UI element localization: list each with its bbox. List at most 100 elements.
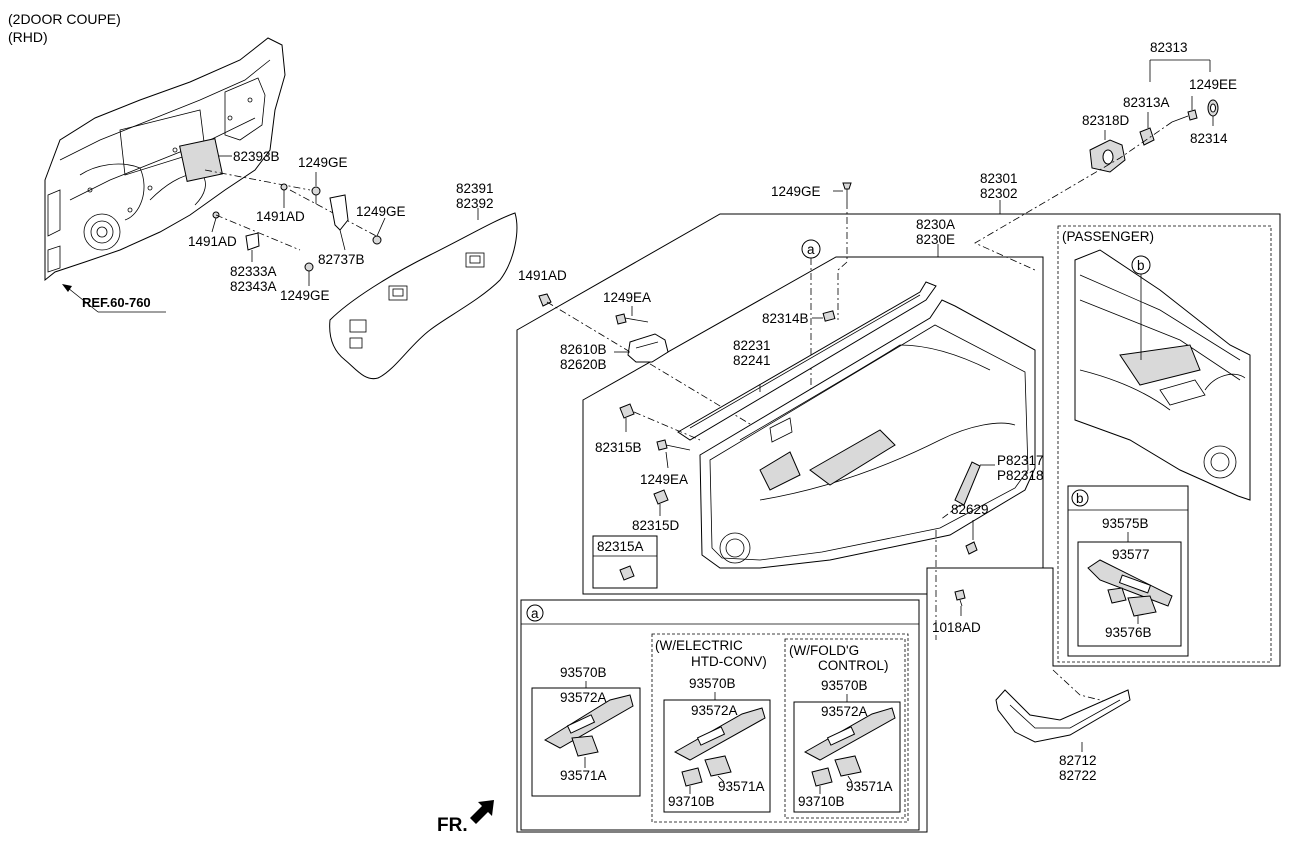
label-1249ea-b: 1249EA [640,472,688,487]
switch-panel-a1 [543,694,634,757]
label-82610b: 82610B [560,342,607,357]
label-93570b-1: 93570B [560,665,607,680]
option-frame-outer [651,633,909,823]
switch-panel-a2 [673,707,766,787]
option-frame-inner [784,638,906,819]
label-1491ad-a: 1491AD [256,209,305,224]
screw-1249ea-b [656,439,691,469]
label-82343a: 82343A [230,279,277,294]
label-wfold-1: (W/FOLD'G [789,643,859,658]
armrest-82712 [995,669,1131,752]
label-82313a: 82313A [1123,95,1170,110]
fastener-1249ge-c [304,262,314,286]
passenger-frame [1057,225,1272,663]
cap-82313a [1139,112,1155,146]
cover-82318d [1089,130,1126,173]
inset-82315a [592,535,658,589]
label-welec-2: HTD-CONV) [691,654,767,669]
label-93571a-3: 93571A [846,779,893,794]
ref-arrow [62,284,166,313]
label-82722: 82722 [1059,768,1097,783]
label-82315d: 82315D [632,518,680,533]
fastener-1249ge-b [372,217,386,245]
label-1491ad-b: 1491AD [188,234,237,249]
label-93572a-3: 93572A [821,704,868,719]
label-8230e: 8230E [916,232,955,247]
door-inner-panel [44,37,286,282]
model-label: (2DOOR COUPE) [8,11,121,27]
label-93570b-2: 93570B [689,676,736,691]
callout-a-text: a [807,242,815,257]
label-8230a: 8230A [916,217,955,232]
label-82315b: 82315B [595,440,642,455]
detail-b-tag: b [1076,491,1084,506]
label-1018ad: 1018AD [932,620,981,635]
label-82392: 82392 [456,196,494,211]
label-passenger: (PASSENGER) [1062,229,1154,244]
detail-b-tag-circle [1071,489,1089,507]
switch-frame-a2 [663,699,771,813]
label-93572a-1: 93572A [560,690,607,705]
label-82315a: 82315A [597,539,644,554]
callout-b-text: b [1137,258,1145,273]
clip-1491ad-c [538,293,761,431]
screw-1018ad [954,589,966,616]
door-sealing-cover [329,208,518,380]
label-p82318: P82318 [997,468,1044,483]
switch-frame-b [1077,541,1182,647]
screw-1249ge-d [833,182,852,320]
label-welec-1: (W/ELECTRIC [655,638,743,653]
label-82314: 82314 [1190,131,1228,146]
trim-panel-frame [582,256,1044,595]
screw-1249ea-a [615,306,649,325]
assembly-line-top [974,121,1173,271]
label-93576b: 93576B [1105,625,1152,640]
label-93710b-3: 93710B [798,794,845,809]
fastener-1491ad-a [280,183,288,208]
label-82318d: 82318D [1082,113,1130,128]
label-82712: 82712 [1059,753,1097,768]
label-wfold-2: CONTROL) [818,658,889,673]
detail-a-box [520,599,920,831]
screw-1249ee [1171,96,1198,123]
inside-handle-82610b [614,333,669,363]
fastener-1249ge-a [204,169,321,204]
label-1491ad-c: 1491AD [518,268,567,283]
clip-82314b [812,310,836,322]
label-1249ge-d: 1249GE [771,184,821,199]
label-1249ea-a: 1249EA [603,290,651,305]
label-82620b: 82620B [560,357,607,372]
door-trim-panel [699,299,1036,569]
ref-label: REF.60-760 [82,295,151,310]
label-1249ee: 1249EE [1189,77,1237,92]
detail-a-tag: a [531,606,539,621]
clip-82629 [935,520,978,640]
bracket-82333a [245,232,260,262]
label-93571a-1: 93571A [560,768,607,783]
label-93572a-2: 93572A [691,703,738,718]
detail-b-box [1067,485,1189,657]
switch-panel-93577 [1087,559,1173,617]
label-93570b-3: 93570B [821,678,868,693]
trim-garnish-82231 [677,281,937,441]
label-82301: 82301 [980,171,1018,186]
label-82391: 82391 [456,181,494,196]
washer-82314 [1207,99,1219,126]
label-93575b: 93575B [1102,516,1149,531]
switch-panel-a3 [803,707,896,787]
label-82302: 82302 [980,186,1018,201]
label-82313: 82313 [1150,40,1188,55]
label-82314b: 82314B [762,311,809,326]
switch-frame-a1 [531,687,641,797]
bracket-p82317 [939,461,995,521]
label-p82317: P82317 [997,453,1044,468]
clip-82315d [653,489,669,516]
label-82629: 82629 [951,502,989,517]
front-label: FR. [437,815,468,836]
label-93577: 93577 [1112,547,1150,562]
label-93571a-2: 93571A [718,779,765,794]
label-82393b: 82393B [233,149,280,164]
label-1249ge-c: 1249GE [280,288,330,303]
label-1249ge-a: 1249GE [298,155,348,170]
